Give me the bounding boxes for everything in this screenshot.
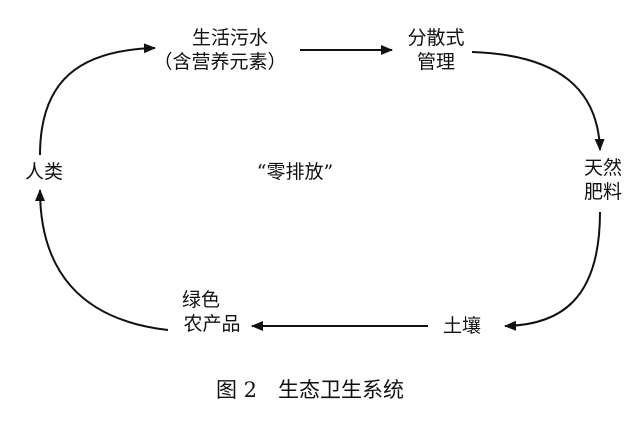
node-sewage: 生活污水 （含营养元素） <box>153 26 300 74</box>
center-label: “零排放” <box>256 161 334 183</box>
node-human-line1: 人类 <box>24 161 63 183</box>
node-fertilizer: 天然 肥料 <box>575 156 631 204</box>
node-produce-line2: 农产品 <box>183 313 241 335</box>
node-management-line2: 管理 <box>416 51 455 73</box>
node-produce-line1: 绿色 <box>182 289 221 311</box>
node-sewage-line2: （含营养元素） <box>153 51 287 73</box>
node-fertilizer-line1: 天然 <box>583 157 622 179</box>
node-fertilizer-line2: 肥料 <box>583 181 622 203</box>
node-soil-line1: 土壤 <box>442 315 481 337</box>
arrow-management-to-fertilizer <box>471 51 605 151</box>
arrow-fertilizer-to-soil <box>504 211 601 331</box>
node-sewage-line1: 生活污水 <box>191 27 268 49</box>
node-management: 分散式 管理 <box>400 26 472 74</box>
figure-caption: 图 2 生态卫生系统 <box>215 378 405 402</box>
arrow-human-to-sewage <box>39 43 156 156</box>
node-produce: 绿色 农产品 <box>172 288 252 336</box>
node-human: 人类 <box>14 160 74 184</box>
node-management-line1: 分散式 <box>407 27 465 49</box>
node-soil: 土壤 <box>430 314 494 338</box>
arrow-produce-to-human <box>35 189 169 331</box>
